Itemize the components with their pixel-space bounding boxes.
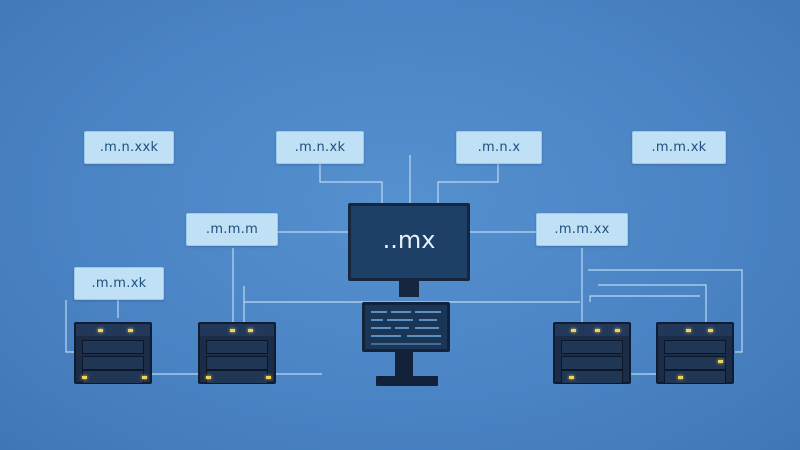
workstation-base	[376, 376, 438, 386]
server-1	[74, 322, 152, 384]
label-4: .m.m.xk	[632, 131, 726, 164]
status-led	[569, 376, 574, 379]
workstation-stand	[395, 352, 413, 376]
label-5: .m.m.m	[186, 213, 278, 246]
screen-line	[371, 319, 383, 321]
screen-line	[391, 311, 411, 313]
status-led	[686, 329, 691, 332]
status-led	[128, 329, 133, 332]
status-led	[718, 360, 723, 363]
label-2: .m.n.xk	[276, 131, 364, 164]
status-led	[571, 329, 576, 332]
status-led	[615, 329, 620, 332]
screen-line	[371, 335, 401, 337]
label-6: .m.m.xx	[536, 213, 628, 246]
screen-line	[371, 311, 387, 313]
server-2	[198, 322, 276, 384]
monitor-stand	[399, 281, 419, 297]
status-led	[206, 376, 211, 379]
screen-line	[419, 319, 437, 321]
status-led	[678, 376, 683, 379]
screen-line	[415, 327, 439, 329]
screen-line	[387, 319, 413, 321]
wire-label-2-monitor	[319, 163, 383, 203]
screen-line	[371, 327, 391, 329]
wire-right-loop-1	[588, 269, 743, 353]
screen-line	[407, 335, 441, 337]
central-monitor: ..mx	[348, 203, 470, 281]
wire-right-loop-2	[598, 284, 707, 322]
status-led	[142, 376, 147, 379]
wire-loop-left	[65, 300, 74, 353]
central-monitor-label: ..mx	[382, 226, 436, 254]
status-led	[98, 329, 103, 332]
label-3: .m.n.x	[456, 131, 542, 164]
status-led	[595, 329, 600, 332]
wire-right-loop-3	[589, 295, 700, 302]
screen-line	[415, 311, 441, 313]
status-led	[248, 329, 253, 332]
status-led	[230, 329, 235, 332]
screen-line	[371, 343, 441, 345]
label-7: .m.m.xk	[74, 267, 164, 300]
server-4	[656, 322, 734, 384]
screen-line	[395, 327, 409, 329]
workstation-screen	[362, 302, 450, 352]
status-led	[266, 376, 271, 379]
server-3	[553, 322, 631, 384]
wire-label-3-monitor	[437, 163, 499, 203]
status-led	[708, 329, 713, 332]
status-led	[82, 376, 87, 379]
label-1: .m.n.xxk	[84, 131, 174, 164]
